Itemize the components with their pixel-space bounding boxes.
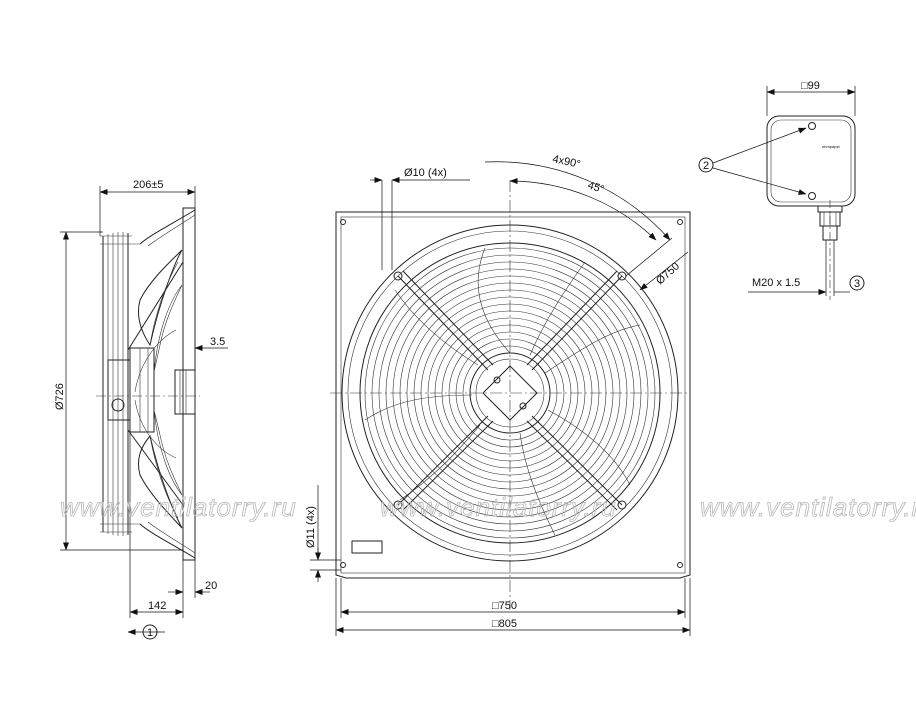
side-cable-gland <box>111 398 125 412</box>
dim-circle-label: Ø750 <box>654 260 682 287</box>
dim-angle-45-label: 45° <box>586 179 606 196</box>
dim-square-outer-label: □805 <box>492 618 517 630</box>
strut-br <box>531 415 623 506</box>
dim-offset-label: 3.5 <box>210 336 225 348</box>
strut-hole-tl <box>393 271 403 281</box>
plate-hole-br <box>677 562 683 568</box>
marker-3-label: 3 <box>854 278 860 290</box>
view-marker-circle <box>142 624 158 640</box>
label-plate <box>351 540 383 554</box>
terminal-box-view: ebmpapst □99 2 M20 x 1.5 3 <box>698 80 865 300</box>
dim-arc-45 <box>509 178 657 241</box>
plate-hole-tl <box>340 219 346 225</box>
strut-hole-bl <box>393 500 403 510</box>
dim-bottom-label: 142 <box>148 600 166 612</box>
dim-square-inner-label: □750 <box>492 600 517 612</box>
terminal-box-body <box>766 115 856 207</box>
impeller-blades <box>364 247 641 536</box>
strut-tr <box>531 275 623 371</box>
thread-label: M20 x 1.5 <box>752 277 800 289</box>
front-mounting-plate <box>335 211 691 579</box>
dim-line-circle <box>639 251 689 291</box>
plate-hole-tr <box>677 219 683 225</box>
side-hub <box>174 369 196 415</box>
terminal-screw-bottom <box>808 192 816 200</box>
watermark-2: www.ventilatorry.ru <box>380 492 617 522</box>
dim-diameter-label: Ø726 <box>54 383 66 410</box>
strut-tl <box>397 275 489 371</box>
marker-3-circle <box>849 275 865 291</box>
strut-bl <box>397 415 489 506</box>
view-marker-label: 1 <box>147 627 153 639</box>
terminal-brand-label: ebmpapst <box>822 144 840 149</box>
dim-holes-top-label: Ø10 (4x) <box>404 167 447 179</box>
side-inlet-ring-bottom <box>139 523 196 559</box>
dim-box-width-label: □99 <box>801 80 820 92</box>
watermark-1: www.ventilatorry.ru <box>60 492 297 522</box>
side-strut-bottom <box>127 429 184 506</box>
marker-2-circle <box>698 157 714 173</box>
dim-depth-label: 206±5 <box>133 179 164 191</box>
strut-hole-br <box>617 500 627 510</box>
marker-2-label: 2 <box>703 160 709 172</box>
terminal-screw-top <box>808 122 816 130</box>
side-guard-grille <box>100 232 140 536</box>
side-impeller-blades <box>134 249 183 529</box>
watermark-3: www.ventilatorry.ru <box>700 492 916 522</box>
side-strut-top <box>127 261 184 351</box>
watermark-group: www.ventilatorry.ru www.ventilatorry.ru … <box>60 492 916 523</box>
dim-bottom-small-label: 20 <box>205 580 217 592</box>
side-inlet-ring-top <box>139 209 196 245</box>
side-view: 206±5 Ø726 3.5 20 142 1 <box>54 179 228 640</box>
dim-angle-90-label: 4x90° <box>551 153 581 171</box>
front-view: Ø10 (4x) 4x90° 45° Ø750 Ø11 (4x) □750 □8… <box>305 153 691 636</box>
dim-holes-side-label: Ø11 (4x) <box>305 506 317 548</box>
plate-hole-bl <box>340 562 346 568</box>
